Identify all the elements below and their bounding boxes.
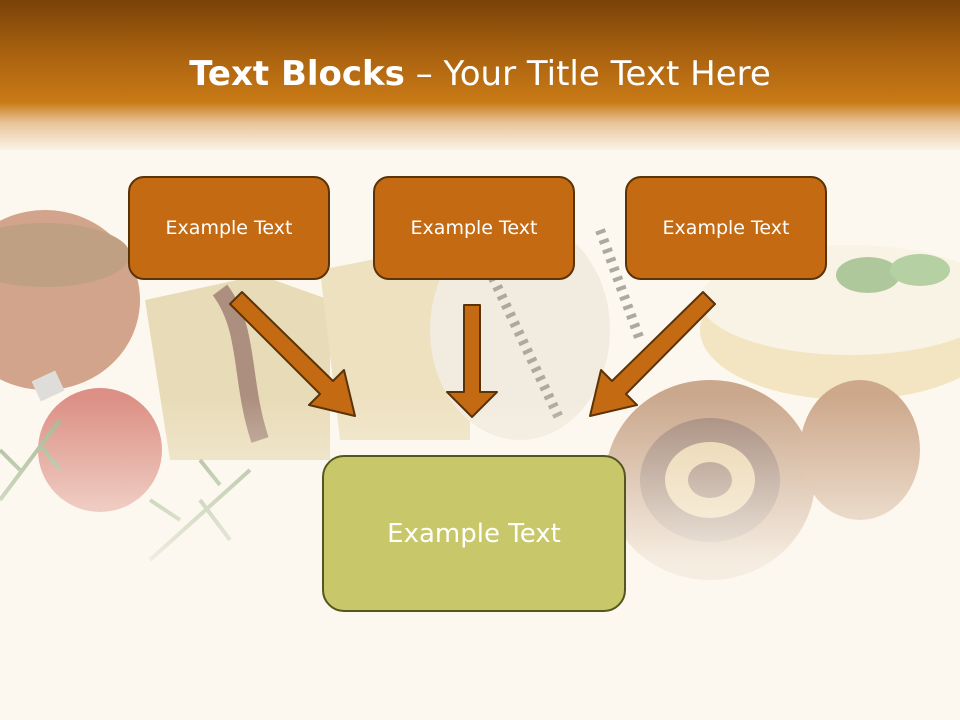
title-rest: – Your Title Text Here [404,54,771,94]
arrow-center-icon [446,304,498,418]
text-block-3: Example Text [625,176,827,280]
slide-title: Text Blocks – Your Title Text Here [0,52,960,96]
text-block-1-label: Example Text [165,217,293,239]
arrow-right-icon [589,291,716,417]
text-block-2-label: Example Text [410,217,538,239]
text-block-result: Example Text [322,455,626,612]
text-block-3-label: Example Text [662,217,790,239]
arrow-left-icon [229,291,356,417]
text-block-result-label: Example Text [387,518,561,549]
title-bold: Text Blocks [189,54,405,94]
title-bar [0,0,960,150]
text-block-1: Example Text [128,176,330,280]
text-block-2: Example Text [373,176,575,280]
